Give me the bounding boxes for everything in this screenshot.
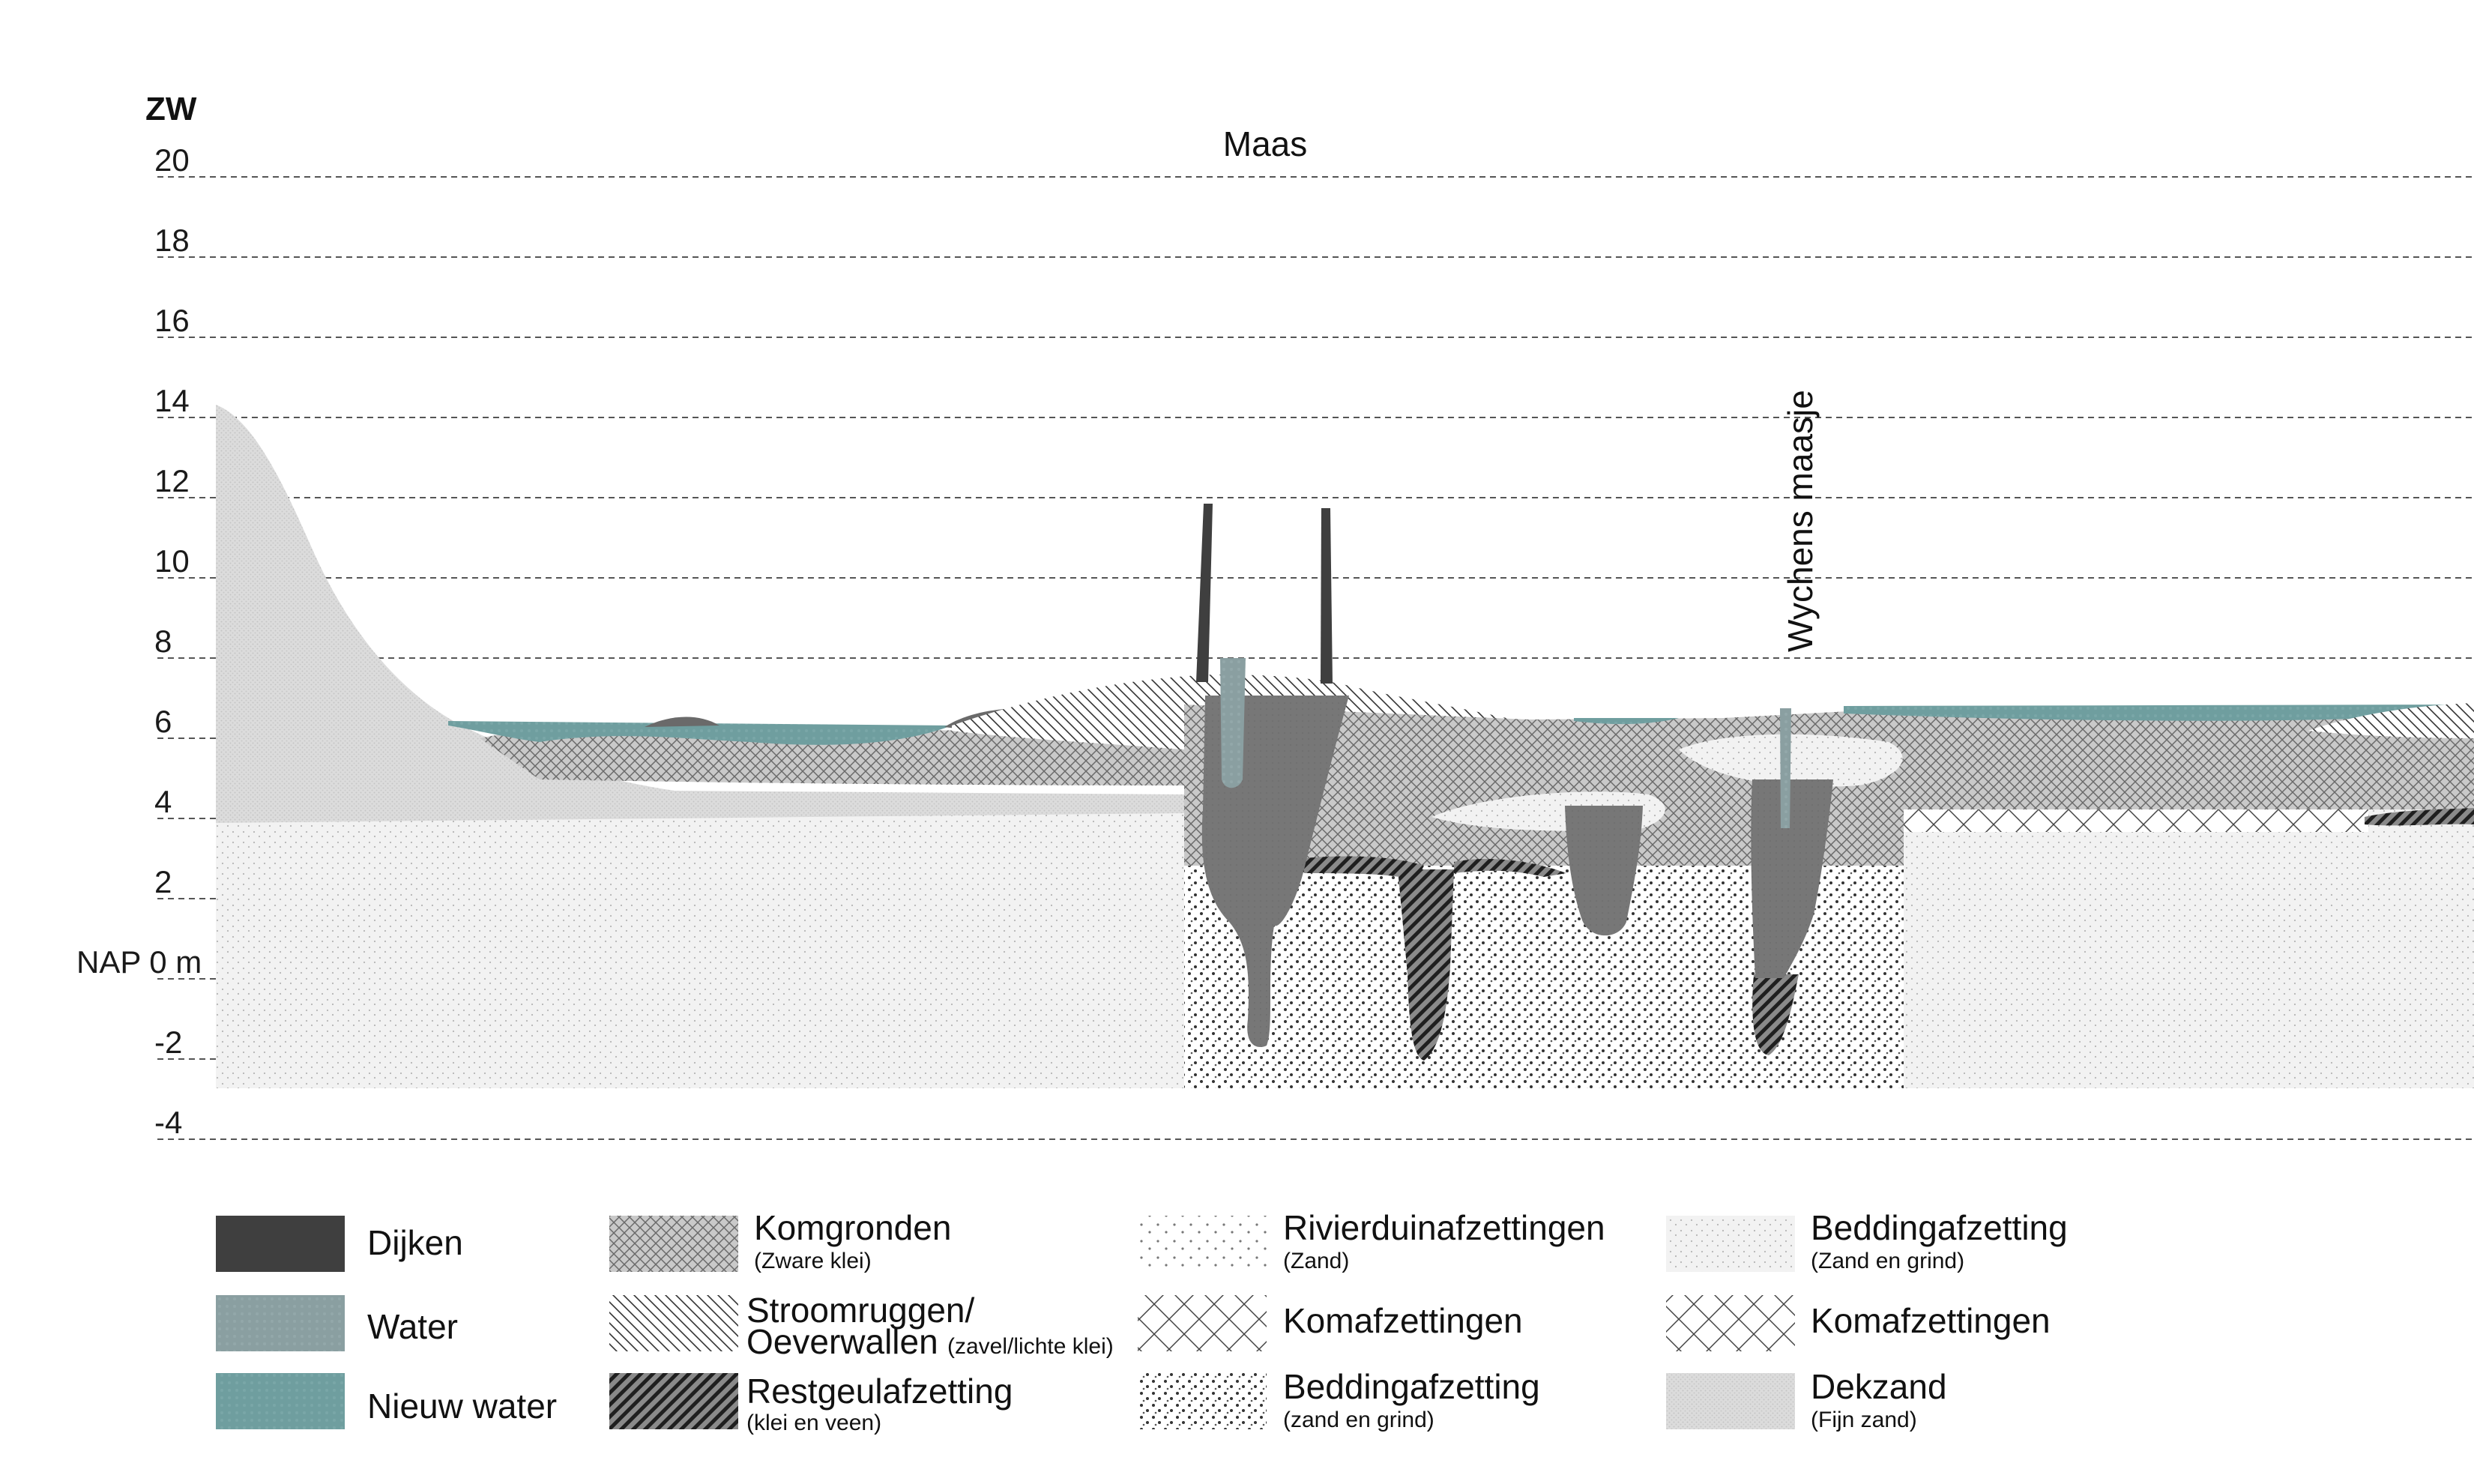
layer-komafzettingen-right: [1904, 809, 2368, 832]
legend-sub-komgronden: (Zware klei): [754, 1249, 872, 1273]
y-tick-label: 10: [154, 543, 190, 579]
y-tick-label: 4: [154, 784, 172, 819]
y-tick-label: 16: [154, 303, 190, 338]
legend-swatch-beddingafzetting-2: [1666, 1216, 1795, 1272]
y-tick-label: -2: [154, 1025, 182, 1060]
legend-label-komafzettingen-1: Komafzettingen: [1283, 1301, 1523, 1340]
legend-swatch-dekzand: [1666, 1373, 1795, 1429]
legend-label-dekzand: Dekzand: [1811, 1367, 1947, 1406]
legend-swatch-restgeulafzetting: [609, 1373, 738, 1429]
layer-beddingafzetting-right: [1904, 809, 2474, 1088]
legend-sub-restgeulafzetting: (klei en veen): [746, 1411, 881, 1435]
cross-section: [216, 405, 2474, 1088]
legend-label-komafzettingen-2: Komafzettingen: [1811, 1301, 2051, 1340]
legend-sub-stroomruggen: (zavel/lichte klei): [947, 1334, 1114, 1359]
label-wychens-maasje: Wychens maasje: [1781, 390, 1820, 652]
layer-dekzand-base-left: [216, 802, 1184, 1088]
y-tick-label: 14: [154, 383, 190, 418]
layer-water-channel-main: [1220, 658, 1246, 788]
legend-swatch-dijken: [216, 1216, 345, 1272]
nap-zero-label: NAP 0 m: [76, 944, 202, 980]
legend-swatch-water: [216, 1295, 345, 1351]
axis-title: ZW: [145, 91, 197, 127]
legend-sub-beddingafzetting-1: (zand en grind): [1283, 1408, 1434, 1432]
y-tick-label: 6: [154, 704, 172, 739]
legend-label-nieuw-water: Nieuw water: [367, 1387, 557, 1426]
legend-label-komgronden: Komgronden: [754, 1208, 951, 1247]
legend-label-beddingafzetting-2: Beddingafzetting: [1811, 1208, 2068, 1247]
legend-label-restgeulafzetting: Restgeulafzetting: [746, 1372, 1013, 1411]
legend-label-beddingafzetting-1: Beddingafzetting: [1283, 1367, 1540, 1406]
layer-dijk-right: [1321, 508, 1333, 684]
legend-swatch-rivierduinafzettingen: [1138, 1216, 1267, 1272]
legend-swatch-stroomruggen: [609, 1295, 738, 1351]
legend-swatch-komafzettingen-1: [1138, 1295, 1267, 1351]
legend-swatch-nieuw-water: [216, 1373, 345, 1429]
layer-dijk-left: [1196, 504, 1213, 682]
y-axis-labels: 20 18 16 14 12 10 8 6 4 2 NAP 0 m -2 -4: [76, 142, 202, 1140]
legend-swatch-beddingafzetting-1: [1138, 1373, 1267, 1429]
legend-swatch-komgronden: [609, 1216, 738, 1272]
legend-label-water: Water: [367, 1307, 458, 1346]
legend-label-rivierduinafzettingen: Rivierduinafzettingen: [1283, 1208, 1605, 1247]
legend-swatch-komafzettingen-2: [1666, 1295, 1795, 1351]
legend-sub-rivierduinafzettingen: (Zand): [1283, 1249, 1349, 1273]
y-tick-label: 18: [154, 223, 190, 258]
legend-label-dijken: Dijken: [367, 1223, 463, 1262]
y-tick-label: 20: [154, 142, 190, 178]
legend-sub-beddingafzetting-2: (Zand en grind): [1811, 1249, 1964, 1273]
label-maas: Maas: [1223, 124, 1307, 163]
layer-water-channel-wychens: [1780, 708, 1791, 828]
y-tick-label: 12: [154, 463, 190, 498]
legend-sub-dekzand: (Fijn zand): [1811, 1408, 1917, 1432]
y-tick-label: -4: [154, 1105, 182, 1140]
y-tick-label: 8: [154, 624, 172, 659]
layer-dike-hump-1: [645, 717, 719, 727]
legend: Dijken Water Nieuw water Komgronden (Zwa…: [216, 1208, 2068, 1435]
y-tick-label: 2: [154, 864, 172, 899]
legend-label-oeverwallen: Oeverwallen: [746, 1322, 938, 1361]
